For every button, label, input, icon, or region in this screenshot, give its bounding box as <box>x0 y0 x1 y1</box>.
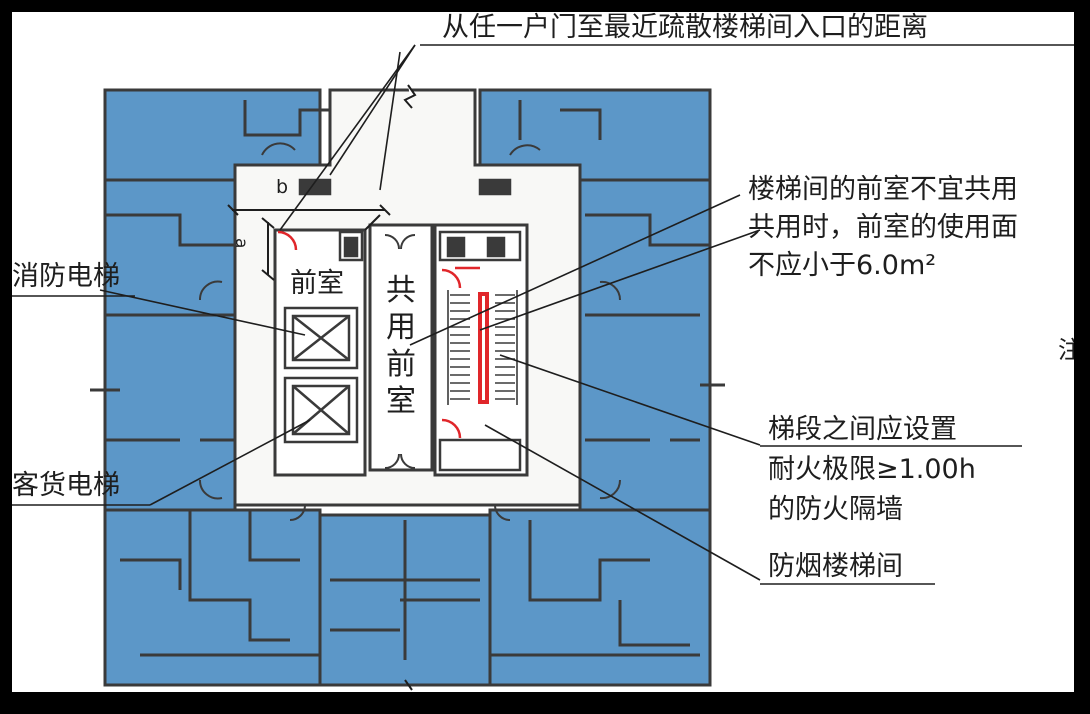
frame-top <box>0 0 1090 12</box>
dimension-b: b <box>276 176 288 198</box>
fire-wall-core <box>482 296 485 400</box>
stair-treads <box>447 290 518 405</box>
fire-elevator-label: 消防电梯 <box>12 261 120 292</box>
right-note-line3: 不应小于6.0m² <box>748 250 936 281</box>
dimension-lines <box>227 204 391 281</box>
shared-front-room-char-3: 前 <box>386 347 416 382</box>
unit-right <box>578 178 712 512</box>
unit-left <box>103 178 237 512</box>
shared-front-room-block <box>368 223 529 477</box>
annotations: 从任一户门至最近疏散楼梯间入口的距离 楼梯间的前室不宜共用 共用时，前室的使用面… <box>12 12 1082 585</box>
right-note-line2: 共用时，前室的使用面 <box>748 212 1018 243</box>
break-marks <box>403 84 417 691</box>
frame-left <box>0 0 12 710</box>
dimension-a: a <box>231 238 251 248</box>
partition-line3: 的防火隔墙 <box>768 494 903 525</box>
smoke-stair-label: 防烟楼梯间 <box>768 551 903 582</box>
elevator-shafts <box>283 306 359 444</box>
leader-lines <box>99 44 761 581</box>
fire-doors <box>277 230 480 439</box>
right-note-line1: 楼梯间的前室不宜共用 <box>748 174 1018 205</box>
frame-bottom <box>0 692 1090 710</box>
top-note: 从任一户门至最近疏散楼梯间入口的距离 <box>442 12 928 43</box>
unit-bottom-left <box>103 508 322 687</box>
partition-line2: 耐火极限≥1.00h <box>768 454 976 485</box>
shared-front-room-char-1: 共 <box>386 273 416 308</box>
unit-walls <box>90 100 725 660</box>
shared-front-room-char-2: 用 <box>386 310 416 345</box>
shared-front-room-char-4: 室 <box>386 384 416 419</box>
frame-right <box>1074 0 1090 710</box>
front-room-label: 前室 <box>290 268 344 299</box>
partition-line1: 梯段之间应设置 <box>768 414 957 445</box>
shaft-boxes <box>298 178 522 472</box>
doors <box>198 142 622 521</box>
freight-elevator-label: 客货电梯 <box>12 470 120 501</box>
